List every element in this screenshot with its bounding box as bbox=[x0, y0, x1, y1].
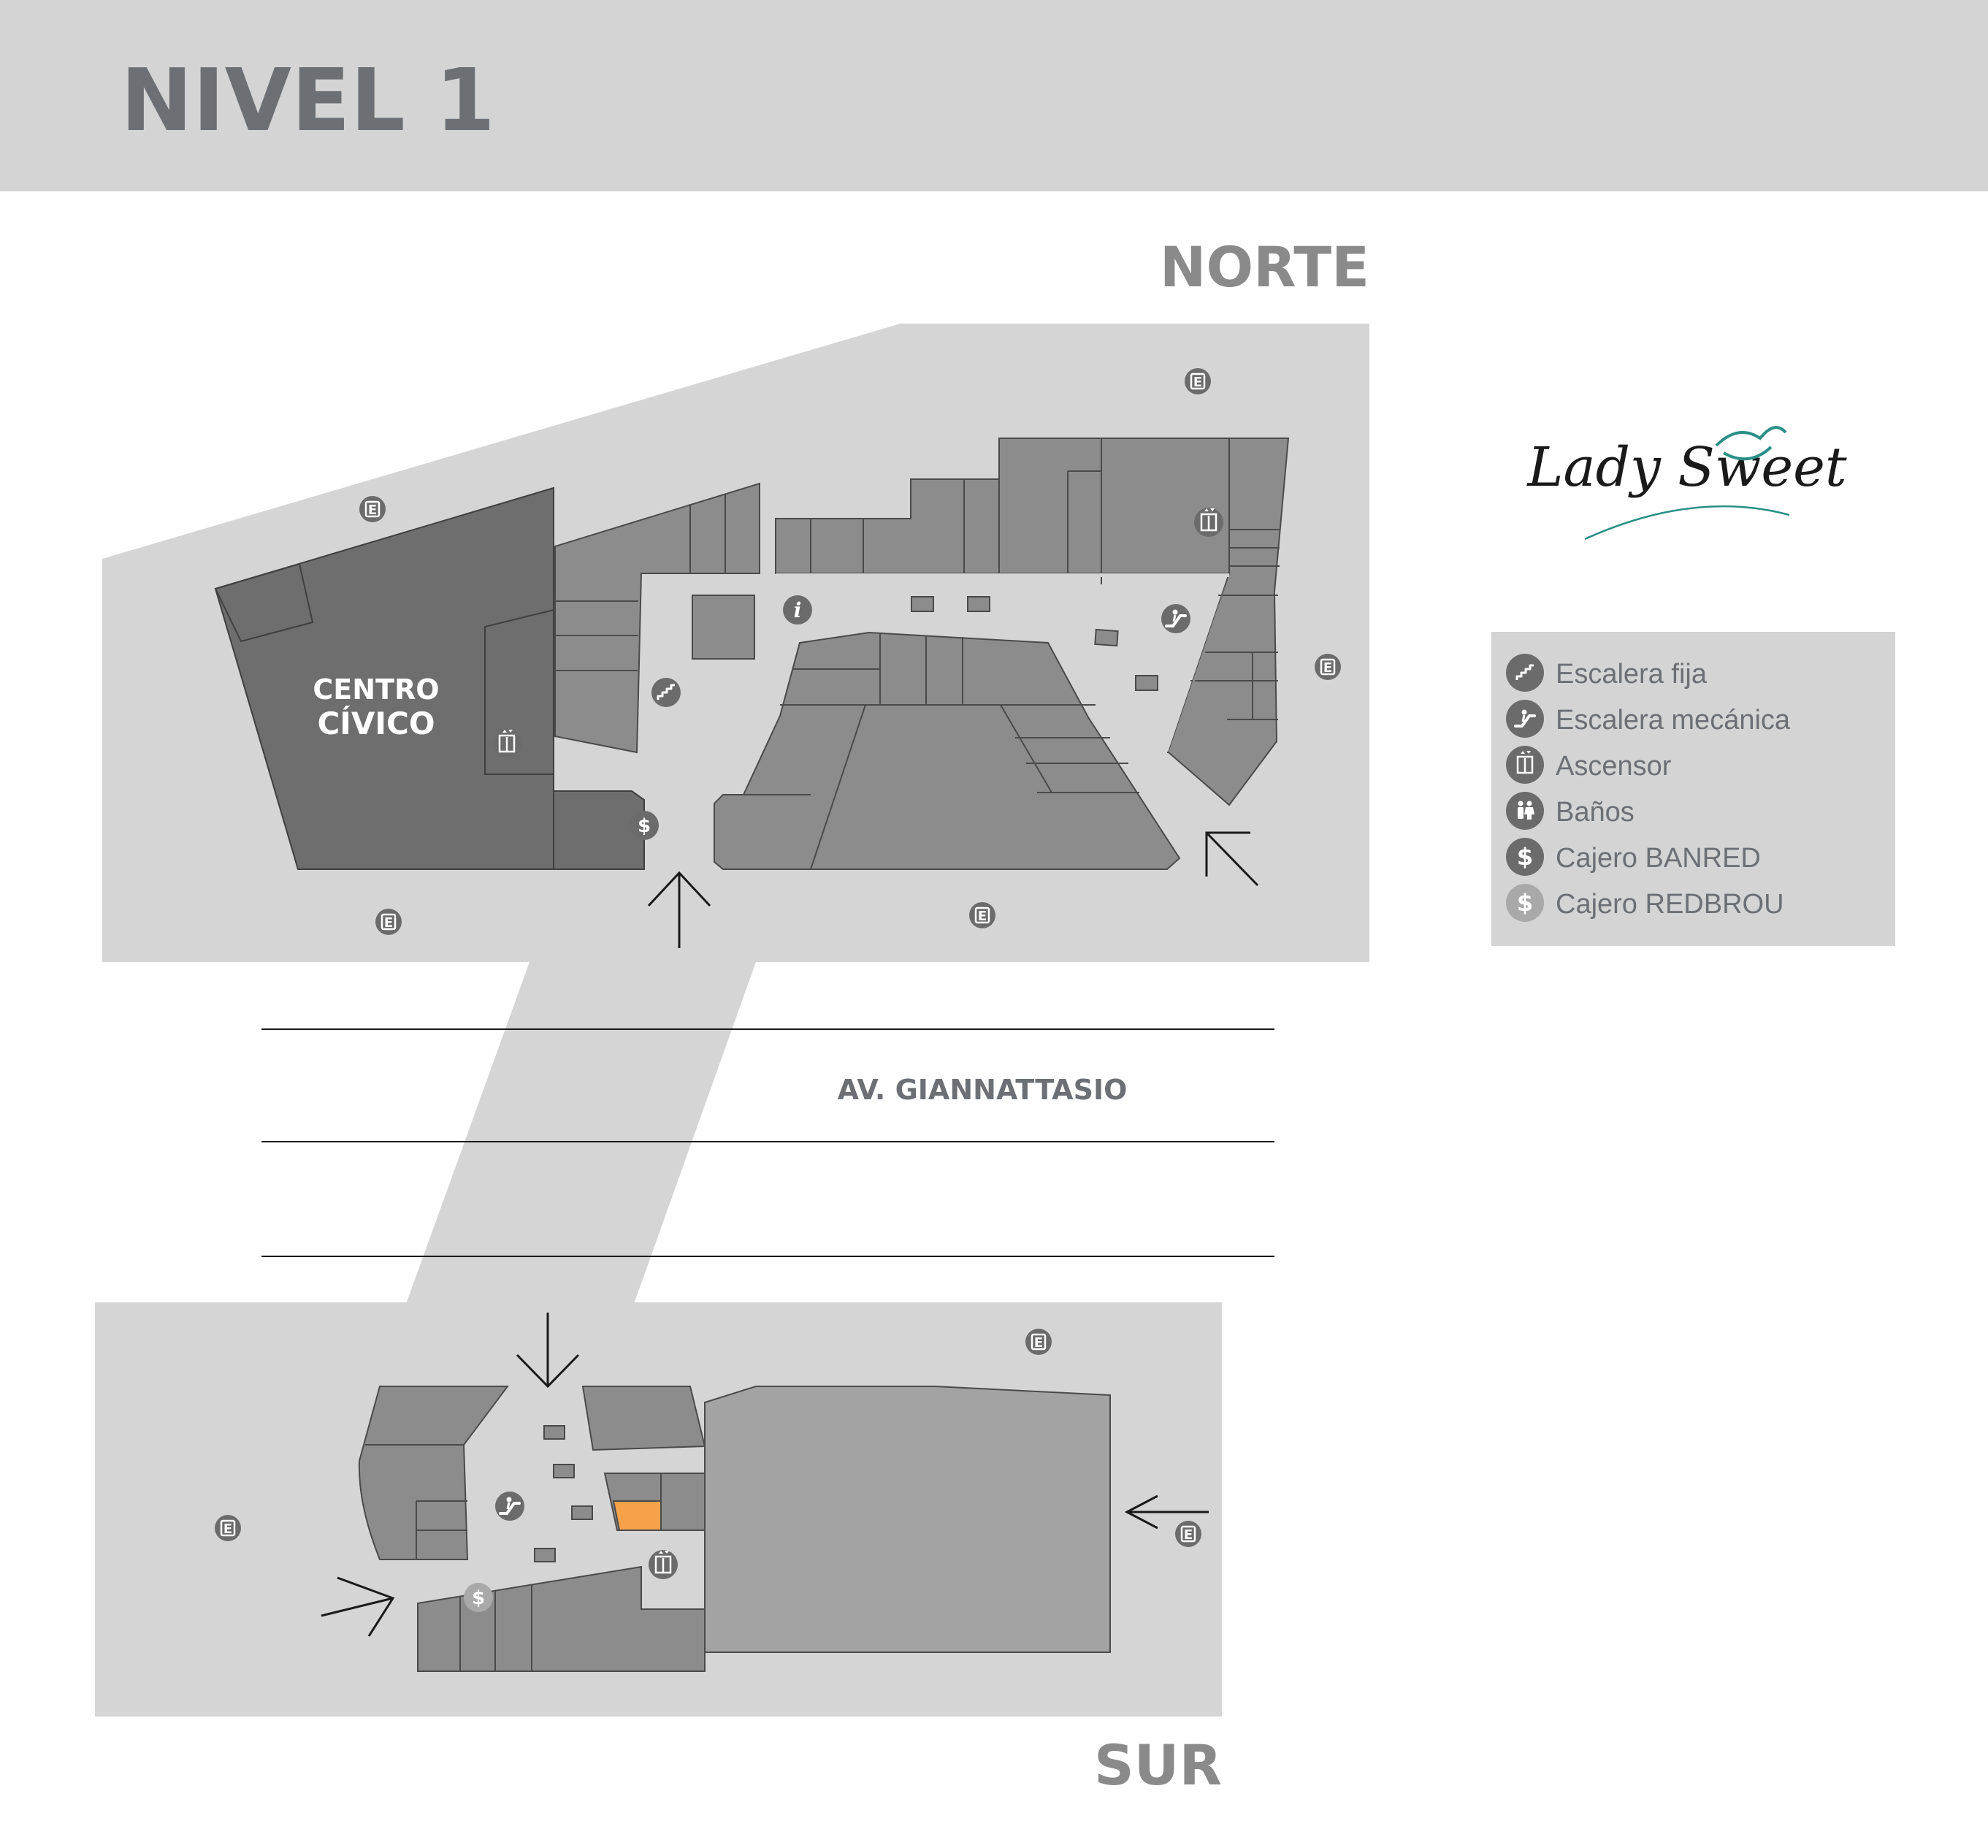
page-title: NIVEL 1 bbox=[121, 50, 495, 150]
legend-item-escalator bbox=[1506, 700, 1544, 738]
atm-banred-icon bbox=[1506, 838, 1544, 876]
entrance-arrow-south-north bbox=[516, 1313, 580, 1389]
highlighted-store[interactable] bbox=[612, 1500, 662, 1531]
legend-item-atm-banred: $ bbox=[1506, 838, 1544, 876]
store-block-south-middle[interactable] bbox=[581, 1386, 706, 1531]
avenue: AV. GIANNATTASIO bbox=[261, 1028, 1274, 1257]
entrance-icon-letter: E bbox=[384, 915, 393, 931]
atm-symbol: $ bbox=[1517, 889, 1533, 917]
store-block-central[interactable] bbox=[714, 631, 1181, 870]
header-band bbox=[0, 0, 1988, 191]
kiosk[interactable] bbox=[911, 596, 934, 612]
north-building: CENTRO CÍVICO bbox=[102, 324, 1369, 1304]
atm-redbrou-icon bbox=[1506, 884, 1544, 922]
entrance-icon-letter: E bbox=[1034, 1335, 1043, 1351]
legend-label: Cajero REDBROU bbox=[1556, 889, 1784, 920]
atm-symbol: $ bbox=[472, 1587, 485, 1609]
kiosk[interactable] bbox=[1094, 628, 1119, 647]
escalator-icon bbox=[1506, 700, 1544, 738]
legend-item-atm-redbrou: $ bbox=[1506, 884, 1544, 922]
entrance-arrow-south-west bbox=[321, 1576, 395, 1637]
legend-label: Cajero BANRED bbox=[1556, 843, 1761, 874]
legend-label: Escalera fija bbox=[1556, 659, 1708, 690]
legend-panel bbox=[1491, 632, 1895, 946]
kiosk[interactable] bbox=[692, 595, 755, 660]
legend-item-elevator bbox=[1506, 746, 1544, 784]
elevator-icon[interactable] bbox=[1194, 507, 1223, 537]
atm-symbol: $ bbox=[1517, 843, 1533, 871]
legend-label: Escalera mecánica bbox=[1556, 705, 1791, 736]
entrance-icon-letter: E bbox=[1323, 660, 1332, 676]
info-icon[interactable]: i bbox=[783, 595, 812, 625]
atm-banred-icon[interactable]: $ bbox=[630, 811, 659, 840]
zone-label-south: SUR bbox=[1094, 1733, 1222, 1798]
atm-symbol: $ bbox=[638, 815, 651, 837]
kiosk[interactable] bbox=[553, 1464, 575, 1478]
anchor-store[interactable] bbox=[704, 1386, 1111, 1653]
entrance-arrow-south-east bbox=[1124, 1494, 1209, 1530]
civic-center-label-2: CÍVICO bbox=[317, 705, 435, 741]
south-building: E E E $ bbox=[95, 1302, 1222, 1717]
legend-item-stairs bbox=[1506, 654, 1544, 692]
legend-label: Ascensor bbox=[1556, 751, 1672, 782]
pedestrian-bridge bbox=[406, 962, 756, 1304]
elevator-icon[interactable] bbox=[649, 1549, 678, 1579]
elevator-icon[interactable] bbox=[492, 728, 521, 758]
info-icon-letter: i bbox=[794, 598, 802, 622]
kiosk[interactable] bbox=[534, 1548, 556, 1562]
store-block-west[interactable] bbox=[554, 482, 760, 754]
escalator-icon[interactable] bbox=[1161, 604, 1190, 633]
entrance-icon-letter: E bbox=[1193, 375, 1202, 390]
civic-center-corner bbox=[214, 562, 314, 643]
north-corridor bbox=[776, 573, 1229, 577]
logo-wordmark: Lady Sweet bbox=[1526, 436, 1847, 499]
zone-label-north: NORTE bbox=[1160, 234, 1369, 299]
logo-swoosh bbox=[1584, 505, 1790, 541]
entrance-icon-letter: E bbox=[223, 1521, 232, 1537]
escalator-icon[interactable] bbox=[495, 1492, 524, 1521]
entrance-arrow-north-east bbox=[1205, 831, 1259, 887]
stairs-icon[interactable] bbox=[651, 678, 681, 707]
kiosk[interactable] bbox=[1135, 675, 1158, 691]
street-name: AV. GIANNATTASIO bbox=[838, 1074, 1128, 1106]
kiosk[interactable] bbox=[543, 1425, 565, 1440]
atm-redbrou-icon[interactable]: $ bbox=[464, 1583, 493, 1612]
legend-label: Baños bbox=[1556, 797, 1635, 828]
kiosk[interactable] bbox=[571, 1505, 593, 1520]
legend: Escalera fija Escalera mecánica Ascensor… bbox=[1491, 632, 1895, 946]
store-row-north[interactable] bbox=[775, 438, 1290, 806]
entrance-icon-letter: E bbox=[368, 503, 377, 518]
legend-item-restroom bbox=[1506, 792, 1544, 830]
logo-bow bbox=[1715, 426, 1787, 461]
kiosk[interactable] bbox=[967, 596, 990, 612]
entrance-icon-letter: E bbox=[978, 909, 987, 924]
store-block-south-west[interactable] bbox=[358, 1386, 509, 1560]
lady-sweet-logo[interactable]: Lady Sweet bbox=[1526, 426, 1847, 541]
entrance-icon-letter: E bbox=[1184, 1527, 1193, 1543]
entrance-arrow-north-main bbox=[647, 871, 711, 948]
civic-center-label-1: CENTRO bbox=[313, 673, 439, 706]
